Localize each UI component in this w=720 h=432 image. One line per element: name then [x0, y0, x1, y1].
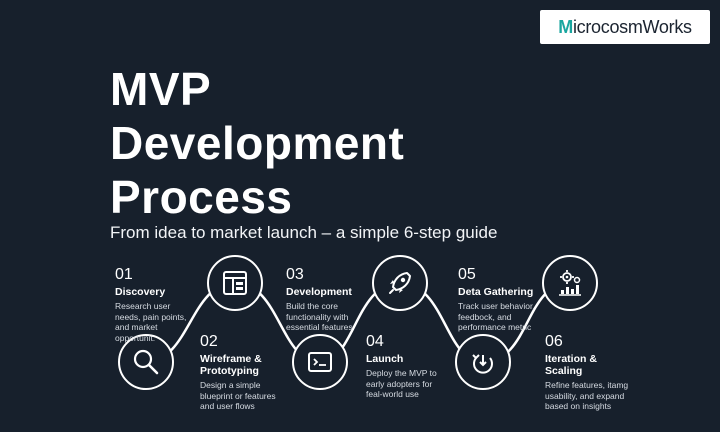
step-2: 02 Wireframe & Prototyping Design a simp…: [200, 333, 280, 412]
step-4: 04 Launch Deploy the MVP to early adopte…: [366, 333, 448, 400]
step-3-name: Development: [286, 286, 352, 298]
step-1-number: 01: [115, 266, 133, 283]
title-line-1: MVP: [110, 63, 212, 115]
step-6-node: [542, 255, 598, 311]
step-5-number: 05: [458, 266, 476, 283]
step-5-node: [455, 334, 511, 390]
step-3-node: [292, 334, 348, 390]
step-4-desc: Deploy the MVP to early adopters for fea…: [366, 368, 437, 399]
code-icon: [308, 352, 332, 372]
logo-initial: M: [558, 16, 573, 37]
step-3-desc: Build the core functionality with essent…: [286, 301, 353, 332]
title-line-2: Development: [110, 117, 405, 169]
search-icon: [133, 349, 159, 375]
step-6-number: 06: [545, 333, 563, 350]
step-1-name: Discovery: [115, 286, 166, 298]
step-4-node: [372, 255, 428, 311]
step-6: 06 Iteration & Scaling Refine features, …: [545, 333, 629, 412]
page-subtitle: From idea to market launch – a simple 6-…: [110, 223, 498, 242]
page-title: MVP Development Process: [110, 62, 404, 224]
step-6-name: Iteration & Scaling: [545, 353, 597, 377]
step-2-number: 02: [200, 333, 218, 350]
step-5: 05 Deta Gathering Track user behavior, f…: [458, 266, 544, 333]
step-6-desc: Refine features, itamg usability, and ex…: [545, 380, 629, 411]
step-3-number: 03: [286, 266, 304, 283]
step-2-desc: Design a simple blueprint or features an…: [200, 380, 276, 411]
wireframe-icon: [223, 271, 247, 295]
logo-text: icrocosmWorks: [572, 16, 692, 37]
rocket-icon: [389, 272, 411, 294]
step-5-desc: Track user behavior, feedbock, and perfo…: [458, 301, 535, 332]
feedback-loop-icon: [472, 354, 493, 374]
step-3: 03 Development Build the core functional…: [286, 266, 368, 333]
step-4-number: 04: [366, 333, 384, 350]
settings-chart-icon: [559, 270, 581, 296]
step-2-node: [207, 255, 263, 311]
step-4-name: Launch: [366, 353, 404, 365]
step-5-name: Deta Gathering: [458, 286, 534, 298]
step-2-name: Wireframe & Prototyping: [200, 353, 262, 377]
title-line-3: Process: [110, 171, 293, 223]
step-1: 01 Discovery Research user needs, pain p…: [115, 266, 235, 343]
step-1-desc: Research user needs, pain points, and ma…: [115, 301, 187, 343]
step-1-node: [118, 334, 174, 390]
